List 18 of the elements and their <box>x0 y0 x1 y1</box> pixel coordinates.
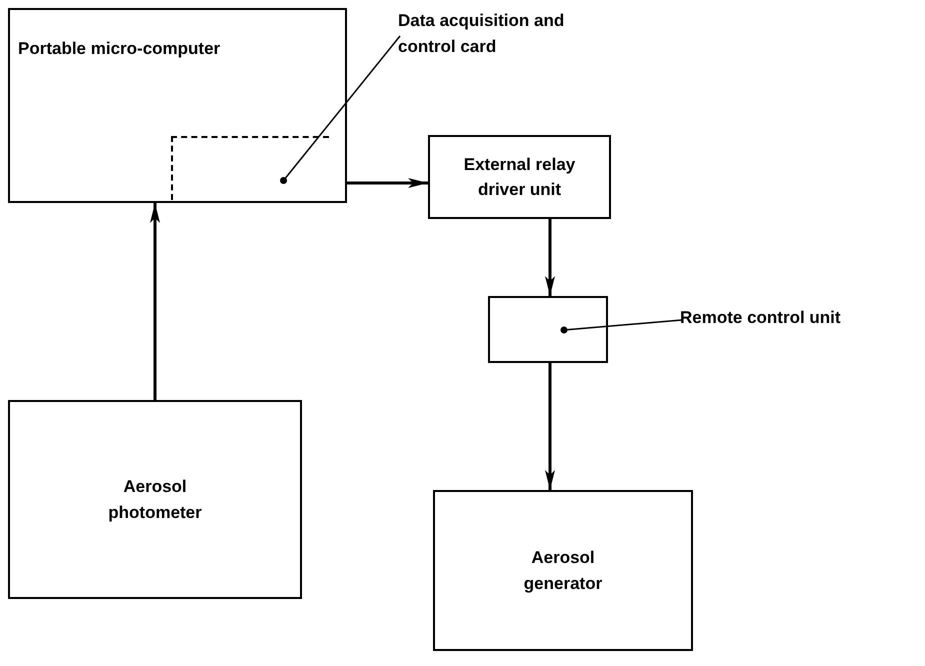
unit-label: External relay driver unit <box>462 154 576 201</box>
unit-box <box>8 8 347 203</box>
unit-label: Portable micro-computer <box>18 38 220 60</box>
callout-label: Remote control unit <box>680 307 841 329</box>
callout-label: Data acquisition and control card <box>398 10 566 58</box>
arrow <box>545 363 555 490</box>
leader-line <box>280 36 401 184</box>
unit-box <box>488 296 608 363</box>
unit-box <box>8 400 302 599</box>
unit-label: Aerosol generator <box>522 547 604 595</box>
arrow <box>347 178 428 188</box>
arrow <box>150 203 160 400</box>
unit-label: Aerosol photometer <box>107 476 203 524</box>
unit-box <box>433 490 693 651</box>
leader-line <box>560 319 682 334</box>
card-outline <box>171 136 329 200</box>
arrow <box>545 219 555 296</box>
unit-box <box>428 135 611 219</box>
